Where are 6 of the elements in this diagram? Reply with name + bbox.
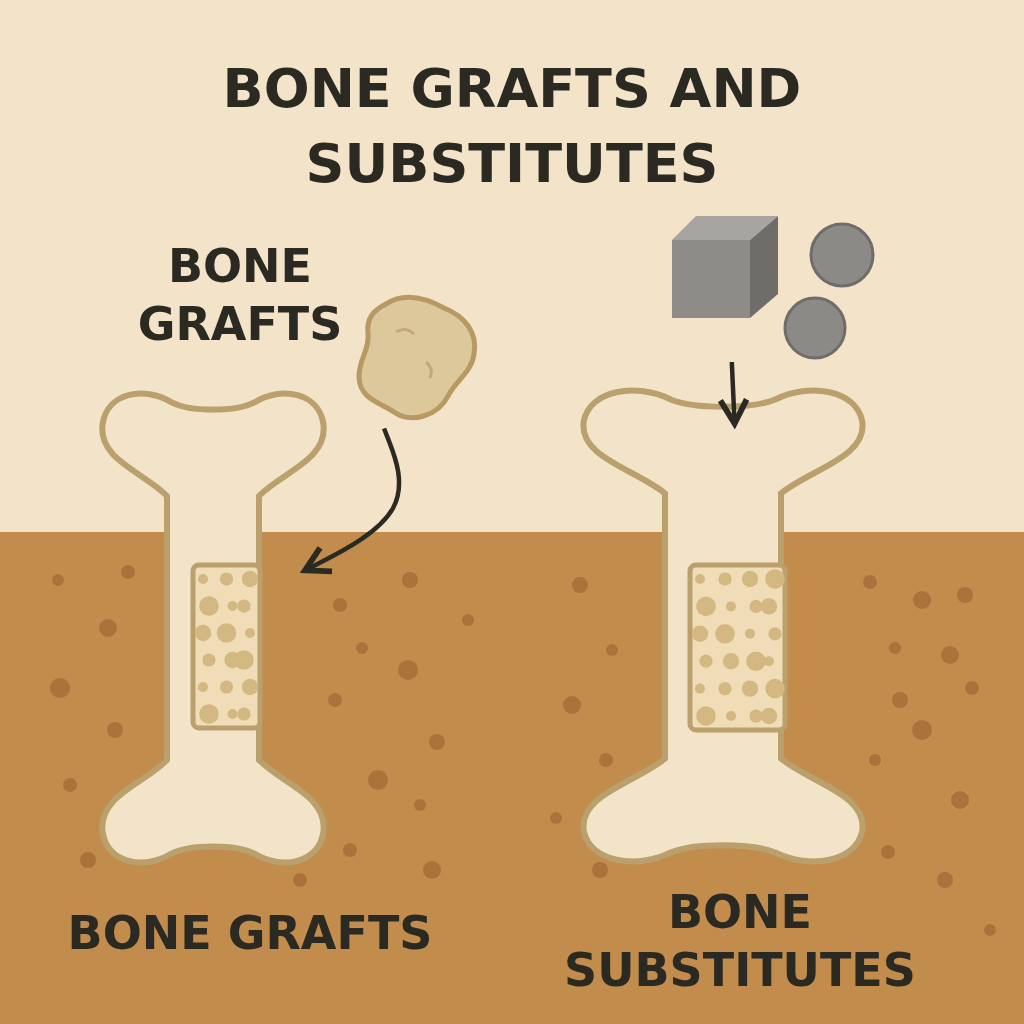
arrow — [302, 427, 402, 575]
node-label: BONE SUBSTITUTES — [563, 884, 917, 999]
node-label: BONE GRAFTS — [66, 905, 434, 962]
node-label: BONE GRAFTS — [136, 238, 344, 353]
arrow — [717, 361, 750, 427]
title: BONE GRAFTS AND SUBSTITUTES — [221, 56, 803, 197]
